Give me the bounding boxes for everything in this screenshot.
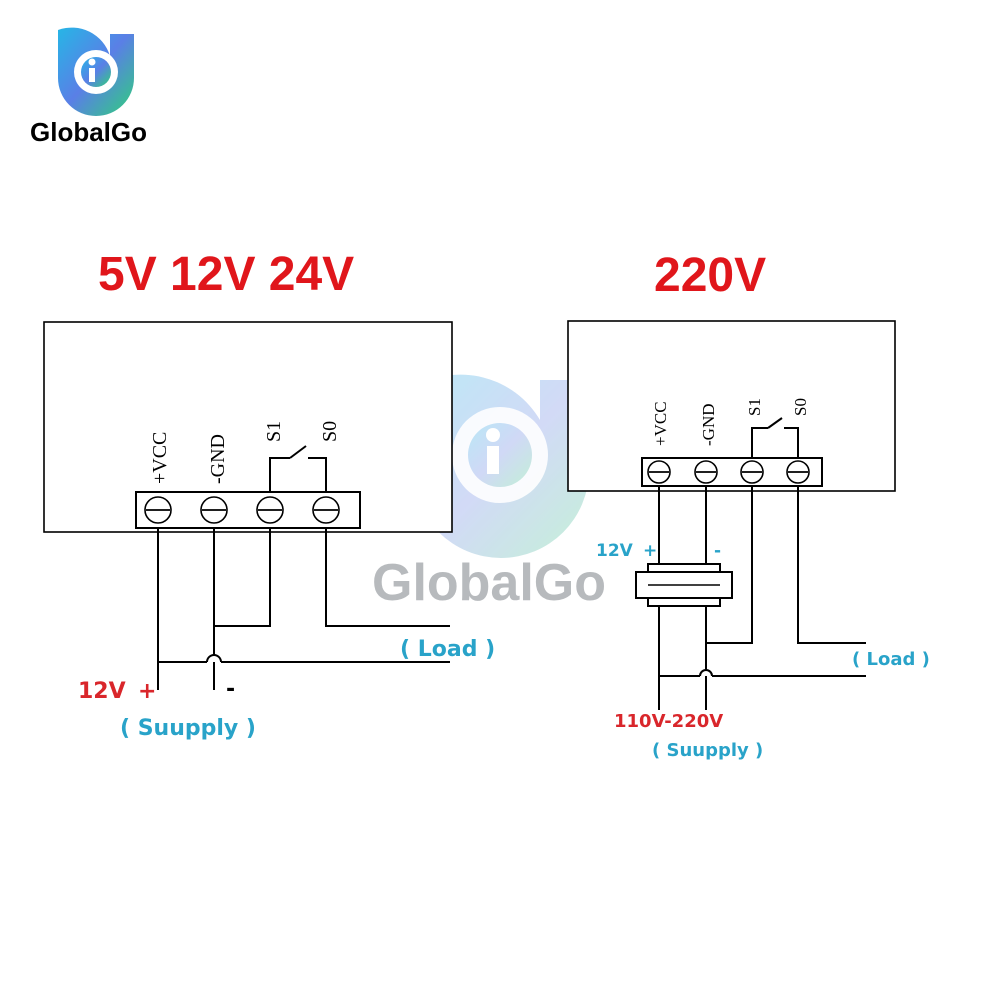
- left-pin-s0: S0: [319, 421, 341, 442]
- left-pin-gnd: -GND: [207, 434, 229, 484]
- adapter-minus: -: [714, 541, 721, 561]
- brand-logo: GlobalGo: [30, 27, 147, 147]
- left-terminal-screw: [144, 496, 172, 524]
- right-terminal-screw: [694, 460, 718, 484]
- right-supply-label: ( Suupply ): [652, 740, 763, 761]
- left-heading: 5V 12V 24V: [98, 248, 354, 301]
- right-supply-voltage: 110V-220V: [614, 711, 723, 732]
- right-pin-vcc: +VCC: [651, 401, 670, 446]
- adapter-voltage: 12V: [596, 541, 634, 561]
- left-terminal-screw: [256, 496, 284, 524]
- brand-name: GlobalGo: [30, 117, 147, 147]
- right-pin-s0: S0: [791, 398, 810, 416]
- left-terminal-block: [135, 491, 361, 529]
- right-wiring: [658, 486, 866, 710]
- left-wiring: [157, 528, 450, 690]
- right-terminal-screw: [647, 460, 671, 484]
- adapter-plus: +: [643, 541, 657, 561]
- right-pin-s1: S1: [745, 398, 764, 416]
- right-terminal-screw: [740, 460, 764, 484]
- left-relay-switch: [269, 445, 327, 492]
- left-load-label: ( Load ): [400, 637, 495, 662]
- right-terminal-screw: [786, 460, 810, 484]
- left-terminal-screw: [200, 496, 228, 524]
- right-heading: 220V: [654, 249, 766, 302]
- right-load-label: ( Load ): [852, 649, 930, 670]
- left-pin-s1: S1: [263, 421, 285, 442]
- watermark: GlobalGo: [372, 374, 606, 612]
- watermark-logo-icon: [413, 374, 589, 558]
- left-supply-voltage: 12V: [78, 679, 126, 704]
- power-adapter: [635, 563, 733, 607]
- left-supply-plus: +: [138, 679, 156, 704]
- left-pin-vcc: +VCC: [149, 432, 171, 484]
- right-relay-switch: [751, 417, 799, 458]
- right-terminal-block: [641, 457, 823, 487]
- brand-logo-icon: [58, 27, 134, 116]
- right-pin-gnd: -GND: [699, 404, 718, 447]
- left-terminal-screw: [312, 496, 340, 524]
- watermark-text: GlobalGo: [372, 554, 606, 612]
- left-supply-minus: -: [226, 677, 235, 702]
- left-supply-label: ( Suupply ): [120, 716, 256, 741]
